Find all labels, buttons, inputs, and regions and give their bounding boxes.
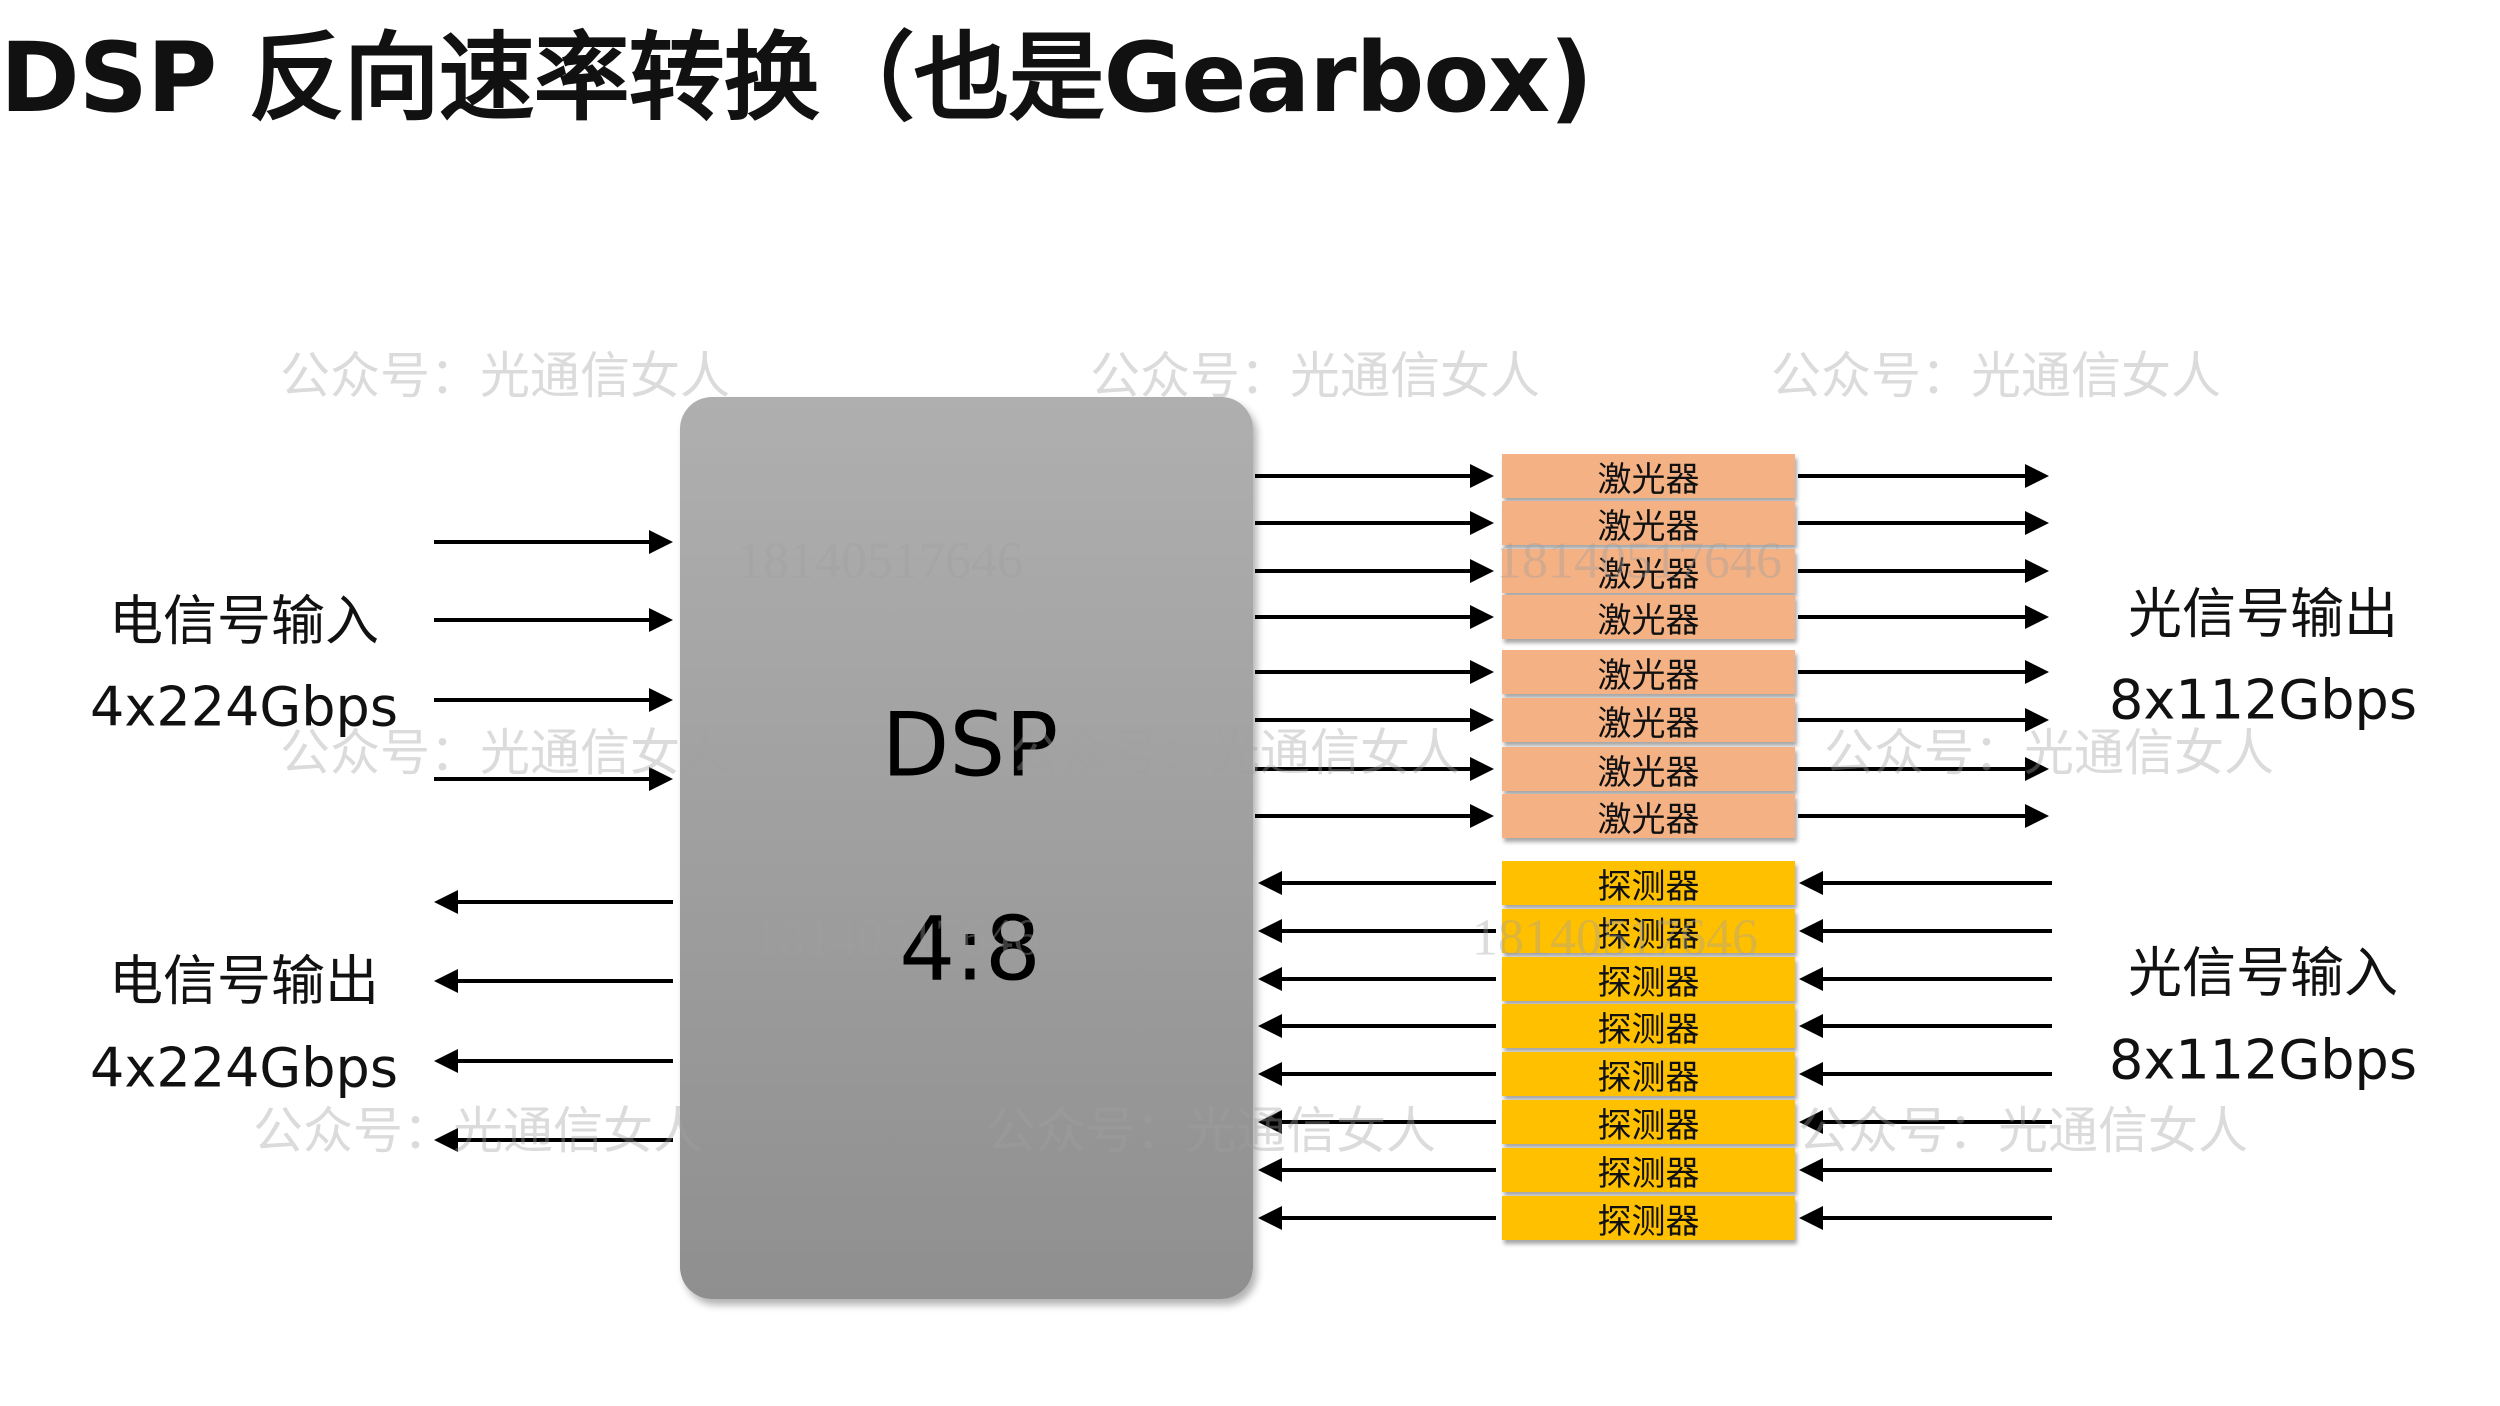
optical-input-label: 光信号输入 xyxy=(2128,941,2398,1005)
laser-box: 激光器 xyxy=(1502,650,1795,696)
laser-output-arrow xyxy=(1798,511,2049,535)
laser-box: 激光器 xyxy=(1502,698,1795,744)
optical-input-arrow xyxy=(1799,1158,2052,1182)
optical-input-rate: 8x112Gbps xyxy=(2109,1028,2417,1092)
optical-input-arrow xyxy=(1799,919,2052,943)
electrical-output-arrow xyxy=(434,969,673,993)
laser-output-arrow xyxy=(1798,464,2049,488)
electrical-input-rate: 4x224Gbps xyxy=(90,675,398,739)
detector-to-dsp-arrow xyxy=(1258,1062,1496,1086)
dsp-to-laser-arrow xyxy=(1255,757,1494,781)
dsp-to-laser-arrow xyxy=(1255,605,1494,629)
detector-to-dsp-arrow xyxy=(1258,1158,1496,1182)
laser-output-arrow xyxy=(1798,660,2049,684)
dsp-to-laser-arrow xyxy=(1255,464,1494,488)
dsp-ratio: 4:8 xyxy=(899,897,1041,1001)
detector-to-dsp-arrow xyxy=(1258,967,1496,991)
electrical-output-arrow xyxy=(434,890,673,914)
optical-input-arrow xyxy=(1799,871,2052,895)
detector-to-dsp-arrow xyxy=(1258,1206,1496,1230)
electrical-input-arrow xyxy=(434,688,673,712)
electrical-input-label: 电信号输入 xyxy=(109,589,379,653)
dsp-to-laser-arrow xyxy=(1255,804,1494,828)
detector-box: 探测器 xyxy=(1502,1052,1795,1098)
page-title: DSP 反向速率转换（也是Gearbox) xyxy=(0,22,1593,134)
detector-box: 探测器 xyxy=(1502,957,1795,1003)
electrical-output-rate: 4x224Gbps xyxy=(90,1036,398,1100)
optical-input-arrow xyxy=(1799,1206,2052,1230)
detector-to-dsp-arrow xyxy=(1258,1110,1496,1134)
electrical-output-label: 电信号输出 xyxy=(109,949,379,1013)
dsp-label: DSP xyxy=(881,693,1059,797)
laser-box: 激光器 xyxy=(1502,454,1795,500)
detector-box: 探测器 xyxy=(1502,1148,1795,1194)
dsp-block xyxy=(680,397,1253,1299)
optical-output-rate: 8x112Gbps xyxy=(2109,668,2417,732)
detector-to-dsp-arrow xyxy=(1258,1014,1496,1038)
laser-box: 激光器 xyxy=(1502,549,1795,595)
optical-input-arrow xyxy=(1799,1014,2052,1038)
laser-output-arrow xyxy=(1798,757,2049,781)
optical-input-arrow xyxy=(1799,1110,2052,1134)
optical-output-label: 光信号输出 xyxy=(2128,582,2398,646)
electrical-output-arrow xyxy=(434,1128,673,1152)
detector-box: 探测器 xyxy=(1502,1100,1795,1146)
electrical-input-arrow xyxy=(434,608,673,632)
electrical-input-arrow xyxy=(434,530,673,554)
laser-box: 激光器 xyxy=(1502,794,1795,840)
laser-output-arrow xyxy=(1798,605,2049,629)
electrical-input-arrow xyxy=(434,767,673,791)
detector-to-dsp-arrow xyxy=(1258,919,1496,943)
detector-to-dsp-arrow xyxy=(1258,871,1496,895)
detector-box: 探测器 xyxy=(1502,1196,1795,1242)
laser-output-arrow xyxy=(1798,559,2049,583)
dsp-to-laser-arrow xyxy=(1255,511,1494,535)
electrical-output-arrow xyxy=(434,1049,673,1073)
dsp-to-laser-arrow xyxy=(1255,708,1494,732)
detector-box: 探测器 xyxy=(1502,1004,1795,1050)
optical-input-arrow xyxy=(1799,967,2052,991)
laser-output-arrow xyxy=(1798,804,2049,828)
optical-input-arrow xyxy=(1799,1062,2052,1086)
laser-output-arrow xyxy=(1798,708,2049,732)
detector-box: 探测器 xyxy=(1502,909,1795,955)
detector-box: 探测器 xyxy=(1502,861,1795,907)
laser-box: 激光器 xyxy=(1502,501,1795,547)
laser-box: 激光器 xyxy=(1502,747,1795,793)
dsp-to-laser-arrow xyxy=(1255,559,1494,583)
dsp-to-laser-arrow xyxy=(1255,660,1494,684)
laser-box: 激光器 xyxy=(1502,595,1795,641)
